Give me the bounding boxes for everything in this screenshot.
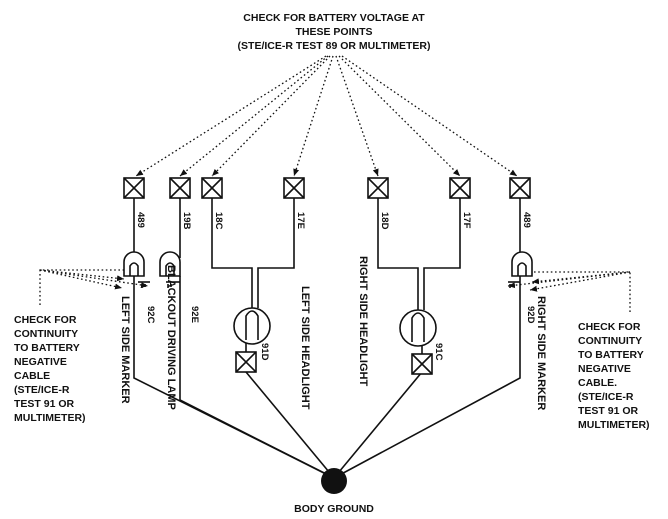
svg-text:NEGATIVE: NEGATIVE (578, 363, 631, 375)
label-blackout-driving-lamp: BLACKOUT DRIVING LAMP (165, 265, 177, 410)
wire-18C (211, 198, 253, 308)
right-marker-lamp-icon (508, 251, 533, 290)
svg-text:TEST 91 OR: TEST 91 OR (14, 398, 75, 410)
leader-to-489-left (135, 55, 327, 177)
connector-489-left (123, 177, 145, 199)
wire-17E (257, 198, 295, 308)
svg-text:TO BATTERY: TO BATTERY (578, 349, 644, 361)
svg-text:CHECK FOR: CHECK FOR (578, 321, 641, 333)
connector-91D (235, 351, 257, 373)
label-right-side-headlight: RIGHT SIDE HEADLIGHT (357, 256, 369, 386)
connector-17E (283, 177, 305, 199)
label-489-left: 489 (135, 212, 146, 228)
label-92D: 92D (525, 306, 536, 324)
voltage-leader-lines (135, 55, 518, 177)
body-ground-icon (321, 468, 347, 494)
voltage-callout-line-3: (STE/ICE-R TEST 89 OR MULTIMETER) (238, 40, 431, 52)
svg-text:TEST 91 OR: TEST 91 OR (578, 405, 639, 417)
label-17E: 17E (295, 212, 306, 229)
label-91D: 91D (259, 343, 270, 361)
label-right-side-marker: RIGHT SIDE MARKER (535, 296, 547, 410)
left-continuity-callout: CHECK FOR CONTINUITY TO BATTERY NEGATIVE… (14, 314, 86, 424)
connectors (123, 177, 531, 375)
wire-92E (179, 282, 335, 479)
label-left-side-headlight: LEFT SIDE HEADLIGHT (299, 286, 311, 410)
label-18C: 18C (213, 212, 224, 230)
svg-text:MULTIMETER): MULTIMETER) (14, 412, 86, 424)
connector-19B (169, 177, 191, 199)
label-17F: 17F (461, 212, 472, 229)
voltage-callout-line-2: THESE POINTS (295, 26, 372, 38)
voltage-callout-line-1: CHECK FOR BATTERY VOLTAGE AT (243, 12, 425, 24)
leader-to-18C (211, 55, 331, 177)
connector-18C (201, 177, 223, 199)
wire-92D (333, 290, 521, 479)
left-marker-lamp-icon (123, 251, 150, 288)
label-18D: 18D (379, 212, 390, 230)
connector-91C (411, 353, 433, 375)
connector-489-right (509, 177, 531, 199)
right-continuity-callout: CHECK FOR CONTINUITY TO BATTERY NEGATIVE… (578, 321, 650, 431)
wire-91D (245, 371, 335, 479)
right-headlight-icon (399, 309, 437, 347)
svg-text:(STE/ICE-R: (STE/ICE-R (14, 384, 70, 396)
label-489-right: 489 (521, 212, 532, 228)
left-leader-vertical (39, 269, 124, 305)
svg-text:(STE/ICE-R: (STE/ICE-R (578, 391, 634, 403)
svg-text:TO BATTERY: TO BATTERY (14, 342, 80, 354)
leader-to-489-right (341, 55, 518, 177)
svg-text:CONTINUITY: CONTINUITY (578, 335, 642, 347)
connector-17F (449, 177, 471, 199)
right-continuity-leaders (507, 271, 631, 312)
label-92E: 92E (189, 306, 200, 323)
label-19B: 19B (181, 212, 192, 230)
leader-to-17E (293, 55, 334, 177)
connector-18D (367, 177, 389, 199)
body-ground-label: BODY GROUND (294, 503, 374, 515)
ground-wires (133, 282, 521, 479)
leader-to-18D (335, 55, 379, 177)
label-91C: 91C (433, 343, 444, 361)
wire-17F (423, 198, 461, 310)
wire-18D (377, 198, 419, 310)
svg-text:CONTINUITY: CONTINUITY (14, 328, 78, 340)
leader-to-17F (338, 55, 461, 177)
component-labels: LEFT SIDE MARKER BLACKOUT DRIVING LAMP L… (119, 256, 547, 410)
label-92C: 92C (145, 306, 156, 324)
wire-91C (333, 371, 423, 479)
leader-to-19B (179, 55, 329, 177)
label-left-side-marker: LEFT SIDE MARKER (119, 296, 131, 404)
left-continuity-leaders (39, 269, 149, 305)
blackout-lamp-icon (159, 251, 181, 288)
svg-text:CHECK FOR: CHECK FOR (14, 314, 77, 326)
left-headlight-icon (233, 307, 271, 345)
wire-labels: 489 19B 18C 17E 18D 17F 489 92C 92E 91D … (135, 212, 536, 361)
svg-text:MULTIMETER): MULTIMETER) (578, 419, 650, 431)
svg-text:CABLE.: CABLE. (578, 377, 617, 389)
svg-text:NEGATIVE: NEGATIVE (14, 356, 67, 368)
voltage-check-callout: CHECK FOR BATTERY VOLTAGE AT THESE POINT… (238, 12, 431, 52)
svg-text:CABLE: CABLE (14, 370, 50, 382)
